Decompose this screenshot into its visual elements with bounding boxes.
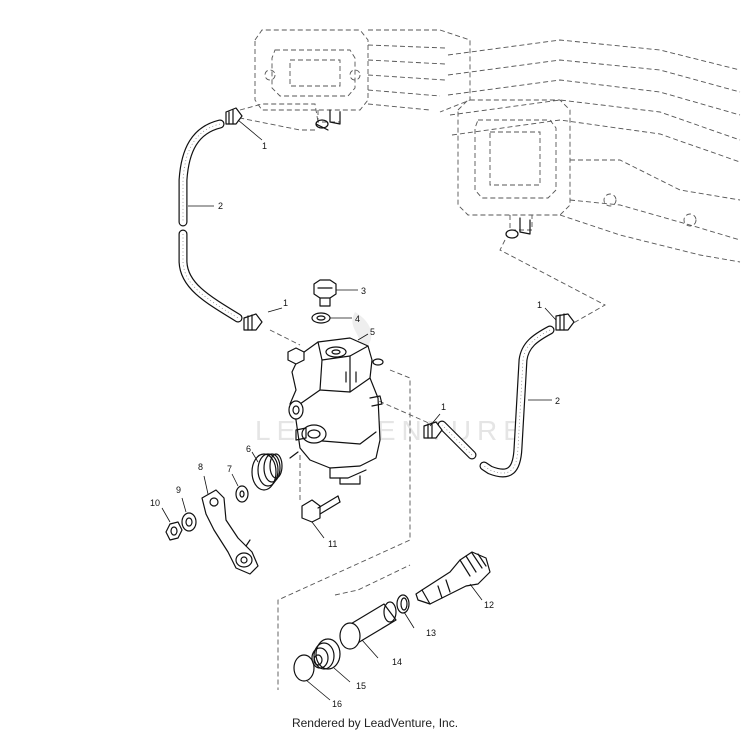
callout-8: 8 [198, 462, 203, 472]
washer-7 [235, 485, 249, 503]
callout-1-right-top: 1 [537, 300, 542, 310]
footer-credit: Rendered by LeadVenture, Inc. [291, 716, 459, 730]
clamp-right-low [423, 421, 443, 439]
return-spring [251, 451, 299, 491]
callout-3: 3 [361, 286, 366, 296]
callout-1-mid-left: 1 [283, 298, 288, 308]
callout-4: 4 [355, 314, 360, 324]
callout-labels: 1 1 1 1 2 2 3 4 5 6 7 8 9 10 11 12 13 14… [150, 141, 560, 709]
callout-5: 5 [370, 327, 375, 337]
clamp-right-top [555, 313, 575, 331]
oil-seal [311, 638, 341, 670]
callout-14: 14 [392, 657, 402, 667]
callout-1-right-low: 1 [441, 402, 446, 412]
callout-11: 11 [328, 539, 337, 549]
hex-nut [165, 521, 183, 541]
hose-right [437, 325, 555, 478]
engine-cylinder-right [447, 39, 741, 263]
o-ring-16 [293, 654, 315, 682]
hose-left [178, 119, 243, 323]
drive-shaft-gear [415, 551, 491, 605]
leader-lines [161, 119, 557, 701]
lock-washer [181, 512, 197, 532]
drive-sleeve [339, 601, 397, 650]
callout-1-top-left: 1 [262, 141, 267, 151]
oil-pump-body [287, 337, 384, 485]
callout-15: 15 [356, 681, 366, 691]
sealing-washer [311, 312, 331, 324]
control-lever [201, 489, 259, 575]
callout-2-right: 2 [555, 396, 560, 406]
banjo-bolt [313, 279, 337, 307]
callout-10: 10 [150, 498, 160, 508]
callout-13: 13 [426, 628, 436, 638]
callout-9: 9 [176, 485, 181, 495]
cylinder-fitting-right [505, 217, 531, 239]
callout-6: 6 [246, 444, 251, 454]
callout-2-left: 2 [218, 201, 223, 211]
o-ring-13 [396, 594, 410, 614]
callout-12: 12 [484, 600, 494, 610]
callout-16: 16 [332, 699, 342, 709]
engine-cylinder-left [254, 29, 471, 123]
mounting-screw [301, 495, 341, 523]
callout-7: 7 [227, 464, 232, 474]
clamp-mid-left [243, 313, 263, 331]
routing-lines [239, 103, 606, 690]
cylinder-fitting-left [315, 109, 341, 131]
